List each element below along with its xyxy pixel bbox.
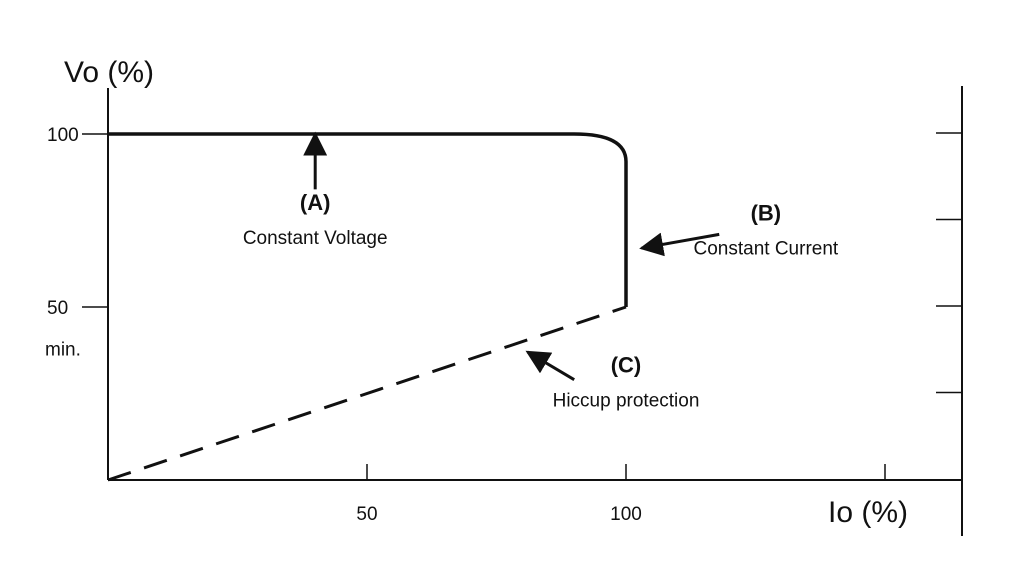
y-tick-label: 50 <box>47 298 68 319</box>
annotation-tag-a: (A) <box>300 190 331 215</box>
annotation-arrow-c <box>525 350 575 381</box>
x-tick-label: 100 <box>610 504 642 525</box>
annotation-arrow-b <box>639 232 720 257</box>
hiccup-dashed-line <box>107 305 627 482</box>
x-tick-label: 50 <box>356 504 377 525</box>
axis-labels: 100 50 min. 50 100 Vo (%) Io (%) <box>45 56 908 529</box>
x-axis-label: Io (%) <box>828 496 908 529</box>
annotation-tag-b: (B) <box>751 201 782 226</box>
annotation-text-c: Hiccup protection <box>553 391 700 412</box>
annotation-text-b: Constant Current <box>694 239 839 260</box>
constant-voltage-current-line <box>108 132 628 307</box>
y-min-label: min. <box>45 340 81 361</box>
annotations: (A) Constant Voltage (B) Constant Current (C… <box>243 131 839 412</box>
y-axis-label: Vo (%) <box>64 56 154 89</box>
axes <box>82 86 963 536</box>
y-tick-label: 100 <box>47 125 79 146</box>
annotation-tag-c: (C) <box>611 353 642 378</box>
annotation-text-a: Constant Voltage <box>243 228 388 249</box>
series <box>107 132 628 482</box>
